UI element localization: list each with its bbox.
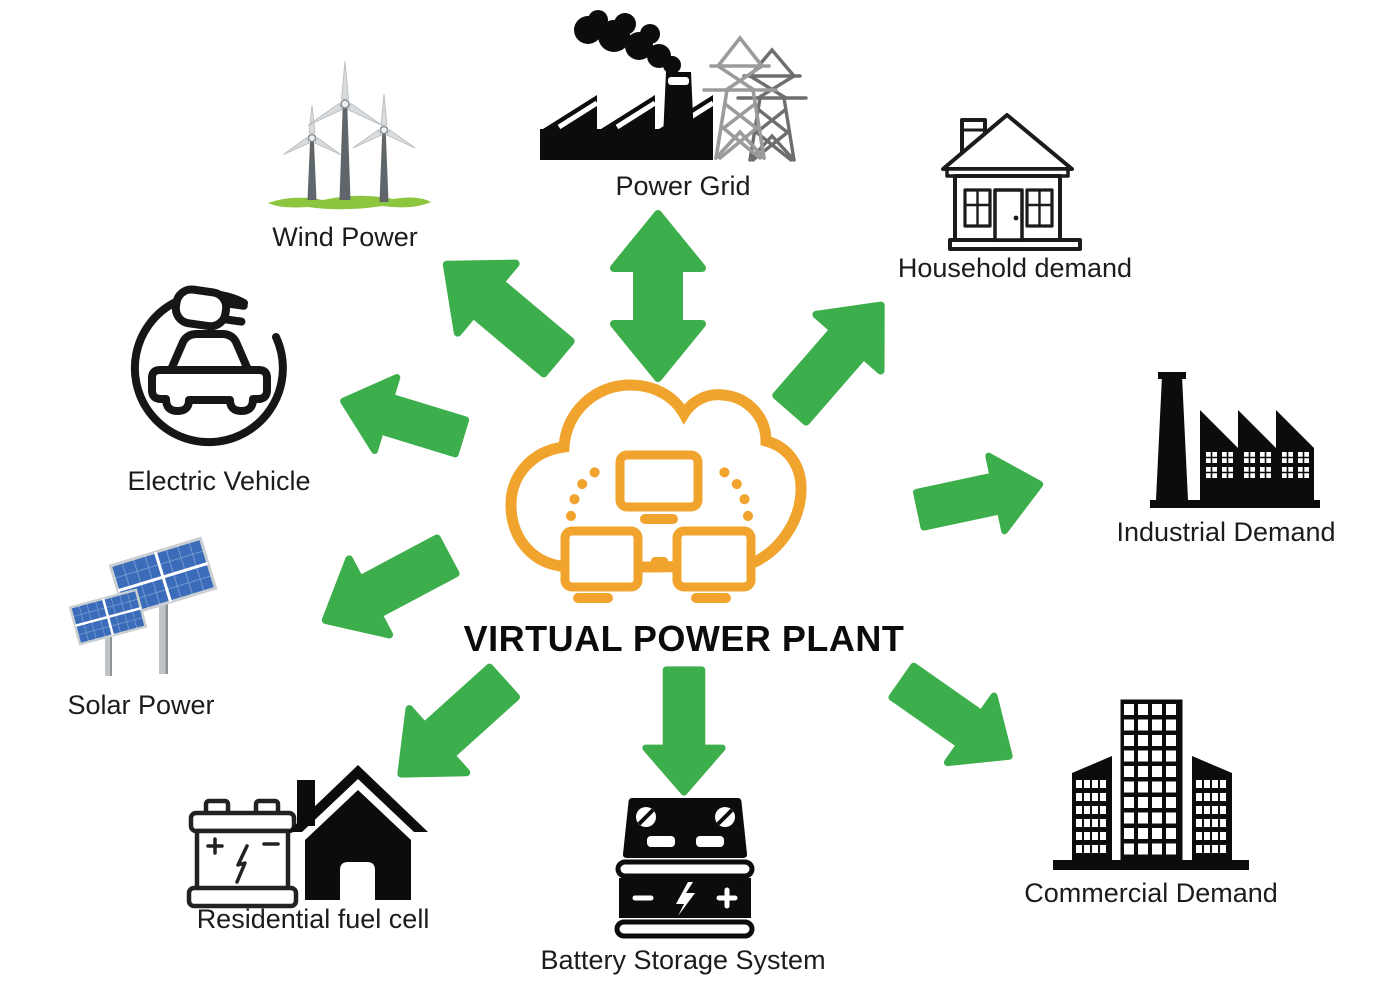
house-solid-icon: [288, 765, 428, 900]
solar-panels-icon: [68, 536, 218, 676]
electric-car-plug-icon: [130, 285, 287, 447]
arrow-household-demand: [730, 248, 942, 465]
node-commercial-demand: [1051, 688, 1251, 878]
wind-turbine-icon: [352, 93, 416, 202]
arrow-residential-fuel-cell: [344, 622, 561, 835]
door-icon: [993, 188, 1024, 242]
node-wind-power: [263, 60, 448, 228]
lightning-bolt-icon: [676, 882, 695, 916]
arrow-power-grid-bidirectional: [606, 204, 710, 388]
industrial-factory-icon: [1150, 372, 1320, 508]
monitor-icon: [615, 450, 703, 512]
factory-smokestack-pylon-icon: [540, 10, 808, 162]
wind-turbines-icon: [268, 60, 431, 210]
node-household-demand: [935, 105, 1085, 260]
window-icon: [1025, 188, 1054, 228]
diagram-title: VIRTUAL POWER PLANT: [463, 618, 905, 659]
plug-icon: [171, 285, 248, 331]
arrow-wind-power: [387, 200, 616, 422]
label-electric-vehicle: Electric Vehicle: [127, 466, 311, 496]
house-outline-icon: [941, 113, 1082, 251]
arrow-commercial-demand: [852, 622, 1059, 816]
node-battery-storage: [612, 790, 757, 945]
battery-terminal-icon: [636, 807, 735, 827]
car-battery-icon: [614, 798, 755, 939]
node-residential-fuel-cell: [185, 762, 435, 917]
office-buildings-icon: [1053, 694, 1249, 870]
node-power-grid: [535, 8, 808, 175]
arrow-industrial-demand: [890, 426, 1071, 568]
monitor-icon: [672, 526, 756, 592]
label-solar-power: Solar Power: [67, 690, 215, 720]
label-commercial-demand: Commercial Demand: [1024, 878, 1278, 908]
wind-turbine-icon: [283, 104, 341, 200]
cloud-network-icon: [505, 372, 807, 604]
wind-turbine-icon: [307, 60, 383, 200]
chimney-icon: [1156, 376, 1188, 500]
transmission-tower-icon: [702, 35, 808, 162]
node-industrial-demand: [1148, 372, 1333, 515]
window-icon: [963, 188, 992, 228]
smoke-icon: [574, 10, 681, 74]
label-battery-storage: Battery Storage System: [540, 945, 826, 975]
node-electric-vehicle: [130, 278, 290, 455]
arrow-solar-power: [277, 491, 494, 685]
door-icon: [340, 862, 375, 900]
solar-panel-icon: [68, 588, 148, 676]
label-power-grid: Power Grid: [615, 171, 751, 201]
label-industrial-demand: Industrial Demand: [1116, 517, 1336, 547]
label-residential-fuel-cell: Residential fuel cell: [196, 904, 430, 934]
car-icon: [148, 330, 271, 415]
arrow-electric-vehicle: [309, 343, 496, 496]
arrow-battery-storage: [629, 650, 740, 812]
fuel-cell-battery-icon: [186, 798, 299, 909]
battery-and-house-icon: [186, 765, 428, 909]
smokestack-factory-icon: [540, 10, 715, 160]
node-solar-power: [62, 536, 262, 687]
label-wind-power: Wind Power: [272, 222, 418, 252]
label-household-demand: Household demand: [897, 253, 1133, 283]
monitor-icon: [560, 526, 643, 592]
door-knob-icon: [1013, 215, 1019, 221]
